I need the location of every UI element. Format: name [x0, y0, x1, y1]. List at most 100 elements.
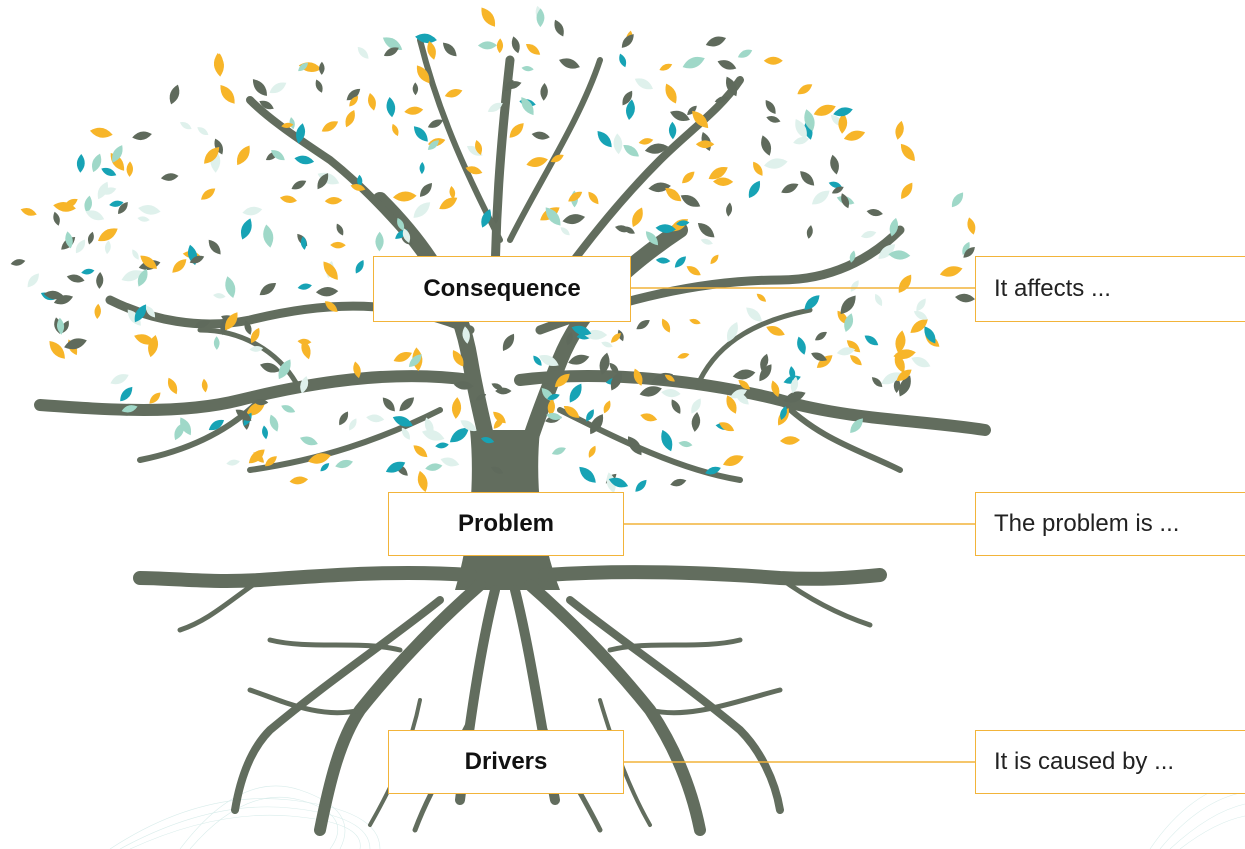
leaf — [416, 65, 430, 84]
leaf — [726, 202, 733, 217]
leaf — [717, 60, 737, 70]
leaf — [726, 322, 738, 342]
leaf — [465, 166, 483, 175]
drivers-label-box: Drivers — [388, 730, 624, 794]
leaf — [402, 228, 411, 243]
leaf — [668, 121, 677, 140]
leaf — [881, 372, 902, 385]
leaf — [613, 133, 623, 155]
leaf — [710, 254, 719, 265]
leaf — [533, 355, 542, 366]
background-mesh-left — [109, 785, 381, 849]
leaf — [894, 353, 905, 373]
leaf — [539, 354, 559, 367]
leaf — [253, 399, 269, 406]
leaf — [493, 209, 499, 224]
leaf — [896, 369, 912, 381]
leaf — [435, 442, 449, 449]
leaf — [392, 416, 413, 427]
leaf — [661, 389, 681, 398]
leaf — [963, 247, 975, 258]
leaf — [126, 161, 134, 177]
leaf — [412, 82, 419, 96]
leaf — [53, 295, 74, 305]
leaf — [315, 79, 323, 93]
leaf — [145, 305, 156, 318]
leaf — [94, 303, 101, 319]
leaf — [911, 357, 931, 368]
leaf — [623, 144, 639, 157]
leaf — [843, 130, 866, 141]
leaf — [705, 466, 721, 475]
leaf — [242, 206, 263, 216]
leaf — [783, 391, 806, 403]
leaf — [225, 312, 238, 331]
leaf — [96, 271, 104, 289]
leaf — [386, 96, 396, 118]
problem-note-box: The problem is ... — [975, 492, 1245, 556]
leaf — [225, 276, 236, 298]
leaf — [619, 53, 627, 68]
leaf — [682, 171, 695, 184]
leaf — [137, 268, 148, 287]
leaf — [800, 171, 815, 186]
leaf — [633, 368, 643, 386]
leaf — [320, 463, 330, 472]
leaf — [844, 313, 854, 332]
leaf — [746, 307, 762, 322]
leaf — [127, 309, 141, 326]
leaf — [137, 216, 150, 222]
leaf — [349, 418, 357, 431]
leaf — [547, 393, 560, 400]
leaf — [502, 333, 515, 352]
leaf — [900, 143, 915, 162]
leaf — [383, 47, 399, 57]
leaf — [382, 397, 395, 412]
leaf — [560, 227, 570, 236]
leaf — [841, 193, 850, 209]
leaf — [408, 354, 422, 368]
leaf — [297, 338, 312, 345]
leaf — [397, 217, 405, 231]
leaf — [838, 113, 848, 134]
leaf — [89, 127, 113, 138]
leaf — [245, 402, 266, 416]
leaf — [692, 110, 709, 129]
leaf — [878, 244, 896, 259]
leaf — [889, 217, 899, 237]
leaf — [551, 447, 566, 455]
leaf — [665, 187, 682, 202]
leaf — [568, 354, 590, 365]
leaf — [249, 346, 264, 352]
leaf — [676, 220, 690, 227]
leaf — [112, 145, 123, 163]
leaf — [780, 406, 787, 420]
leaf — [828, 181, 842, 188]
leaf — [617, 329, 624, 342]
leaf — [939, 266, 963, 277]
leaf — [697, 223, 715, 238]
leaf — [732, 369, 756, 380]
leaf — [726, 76, 737, 97]
leaf — [562, 214, 586, 225]
leaf — [895, 120, 904, 140]
leaf — [385, 461, 406, 473]
leaf — [759, 364, 772, 382]
leaf — [208, 239, 221, 255]
leaf — [645, 231, 659, 246]
leaf — [419, 162, 425, 175]
leaf — [440, 457, 460, 467]
leaf — [781, 183, 799, 194]
leaf — [201, 378, 208, 393]
leaf — [269, 82, 287, 94]
leaf — [300, 376, 309, 394]
leaf — [888, 250, 911, 260]
leaf — [401, 427, 410, 440]
leaf — [324, 301, 338, 312]
problem-note: The problem is ... — [994, 510, 1180, 537]
leaf — [771, 380, 780, 397]
leaf — [453, 381, 474, 390]
connector-lines — [623, 287, 975, 763]
leaf — [491, 466, 504, 474]
leaf — [169, 84, 180, 105]
